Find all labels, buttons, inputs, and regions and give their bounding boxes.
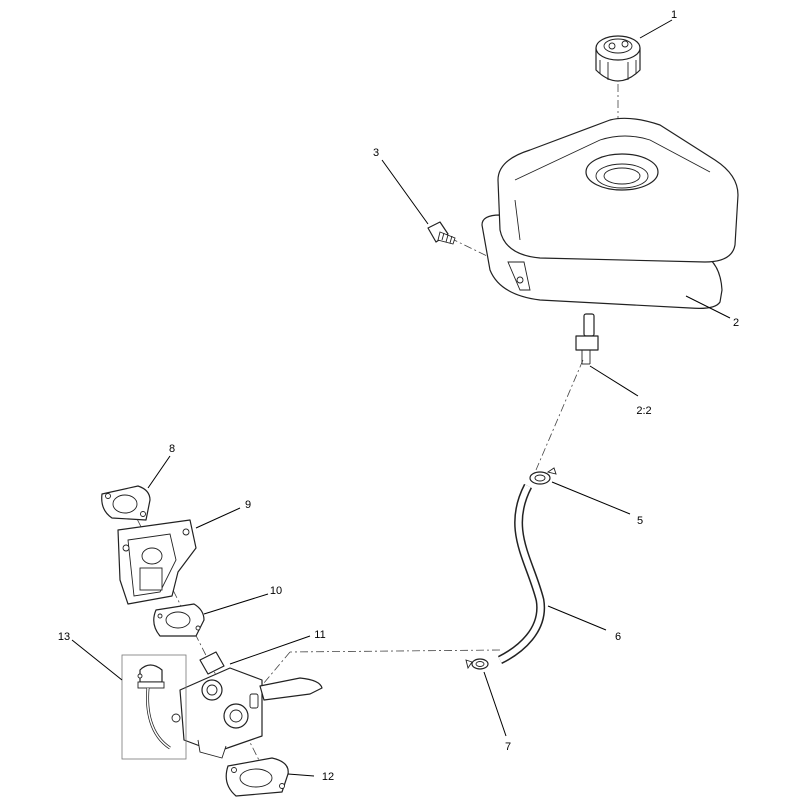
callout-6: 6	[615, 631, 621, 643]
carburetor	[179, 651, 323, 759]
callout-9: 9	[245, 499, 251, 511]
callout-13: 13	[58, 631, 70, 643]
fuel-hose	[497, 483, 546, 665]
insulator-spacer	[117, 519, 197, 605]
callout-10: 10	[270, 585, 282, 597]
fuel-cap	[595, 35, 641, 82]
callout-2-2: 2:2	[636, 405, 651, 417]
gasket-upper	[101, 485, 151, 521]
hose-clamp-upper	[529, 467, 557, 485]
callout-7: 7	[505, 741, 511, 753]
callout-8: 8	[169, 443, 175, 455]
callout-3: 3	[373, 147, 379, 159]
gasket-lower	[225, 757, 289, 797]
bolt	[427, 221, 456, 245]
fuel-tank	[481, 117, 739, 309]
callout-1: 1	[671, 9, 677, 21]
callout-leaders	[71, 19, 731, 777]
callout-5: 5	[637, 515, 643, 527]
callout-11: 11	[314, 629, 325, 641]
hose-clamp-lower	[465, 658, 489, 670]
fuel-fitting	[575, 313, 599, 365]
callout-12: 12	[322, 771, 334, 783]
callout-2: 2	[733, 317, 739, 329]
gasket-middle	[153, 603, 205, 637]
primer-kit	[121, 654, 187, 760]
